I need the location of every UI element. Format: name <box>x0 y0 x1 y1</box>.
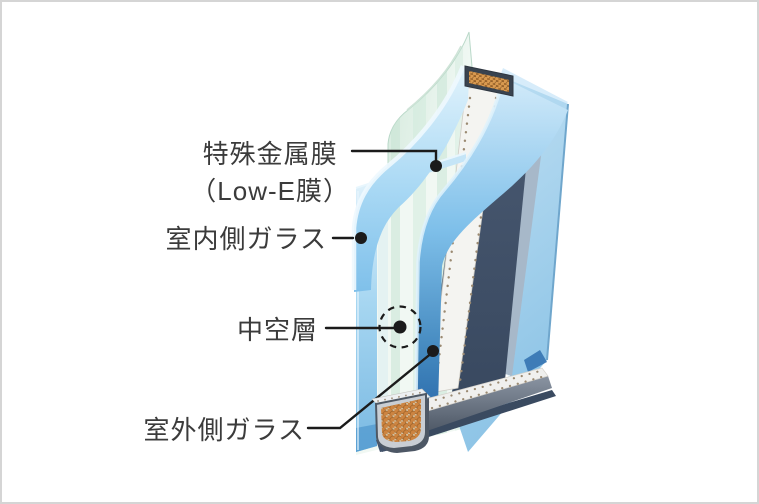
label-indoor-glass: 室内側ガラス <box>165 224 327 254</box>
label-special-metal-film-line2: （Low-E膜） <box>190 176 350 206</box>
dot-special-metal-film <box>430 160 442 172</box>
label-outdoor-glass: 室外側ガラス <box>143 415 305 445</box>
dot-indoor-glass <box>355 232 367 244</box>
low-e-film-ribbon-right <box>416 83 568 406</box>
label-air-layer: 中空層 <box>236 315 318 345</box>
label-special-metal-film-line1: 特殊金属膜 <box>202 139 338 169</box>
bottom-spacer-desiccant <box>371 388 431 453</box>
leader-special-metal-film <box>350 149 438 164</box>
leader-outdoor-glass <box>306 350 435 430</box>
dot-outdoor-glass <box>427 345 439 357</box>
low-e-film-ribbon <box>351 65 568 406</box>
low-e-film-ribbon-left <box>354 66 469 292</box>
label-special-metal-film: 特殊金属膜 （Low-E膜） <box>190 136 350 210</box>
dot-air-layer <box>393 320 407 334</box>
leader-lines <box>324 149 438 330</box>
top-spacer-desiccant <box>464 65 514 97</box>
leader-dots <box>355 160 442 357</box>
